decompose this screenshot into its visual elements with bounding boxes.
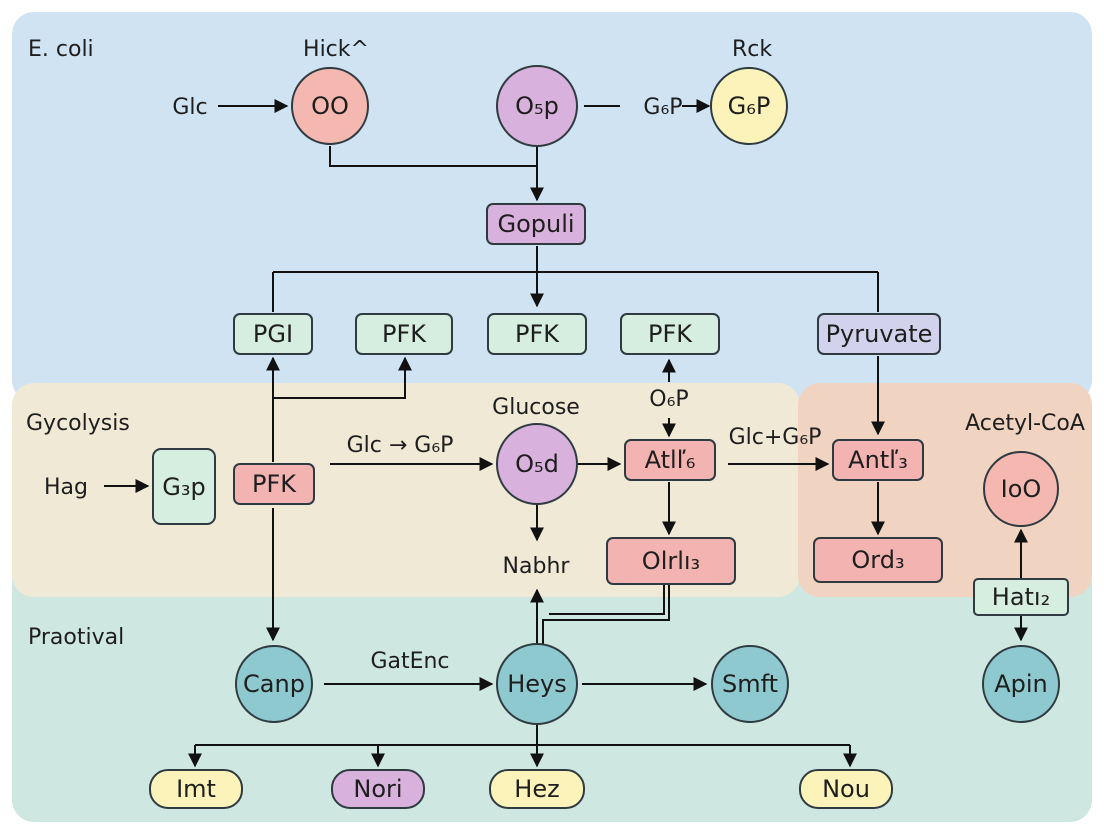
- svg-text:Hatı₂: Hatı₂: [992, 583, 1050, 611]
- svg-text:PGI: PGI: [253, 320, 293, 348]
- svg-text:Pyruvate: Pyruvate: [826, 320, 933, 348]
- node-nori: Nori: [331, 769, 425, 809]
- node-hatl2: Hatı₂: [973, 578, 1069, 616]
- node-pfk-c: PFK: [620, 313, 720, 355]
- svg-text:Smft: Smft: [722, 670, 778, 698]
- node-hez: Hez: [489, 769, 585, 809]
- svg-text:Olrlı₃: Olrlı₃: [642, 547, 700, 575]
- node-oo: OO: [291, 67, 369, 145]
- node-antl3: Antľ₃: [832, 439, 924, 481]
- svg-text:IoO: IoO: [1001, 475, 1042, 503]
- svg-text:Apin: Apin: [994, 670, 1048, 698]
- region-title-middle: Gycolysis: [26, 411, 130, 436]
- svg-text:Heys: Heys: [507, 670, 567, 698]
- node-heys: Heys: [496, 643, 578, 725]
- svg-text:Ord₃: Ord₃: [851, 546, 904, 574]
- node-olrl3: Olrlı₃: [606, 537, 736, 585]
- edge-olrl3-heys-b: [549, 584, 665, 615]
- region-title-right: Acetyl-CoA: [965, 411, 1085, 436]
- node-ioo: IoO: [983, 451, 1059, 527]
- node-smft: Smft: [711, 645, 789, 723]
- label-rck: Rck: [732, 37, 772, 62]
- label-nabhr: Nabhr: [503, 554, 571, 579]
- edges: [104, 99, 1028, 768]
- node-atll6: Atlľ₆: [624, 439, 716, 481]
- node-g3p: G₃p: [152, 448, 216, 525]
- svg-text:Gopuli: Gopuli: [497, 210, 574, 238]
- node-pyruvate: Pyruvate: [817, 313, 941, 355]
- label-g6p-top: G₆P: [643, 95, 682, 120]
- label-glc: Glc: [172, 95, 207, 120]
- svg-text:PFK: PFK: [252, 470, 297, 498]
- node-imt: Imt: [149, 769, 243, 809]
- region-title-bottom: Praotival: [28, 625, 124, 650]
- svg-text:G₆P: G₆P: [728, 92, 771, 120]
- node-nou: Nou: [799, 769, 893, 809]
- svg-text:G₃p: G₃p: [162, 473, 205, 501]
- label-glucose: Glucose: [492, 395, 580, 420]
- node-pgi: PGI: [233, 313, 313, 355]
- region-middle: [12, 383, 800, 597]
- svg-text:O₅p: O₅p: [515, 92, 559, 120]
- label-hag: Hag: [44, 475, 88, 500]
- svg-text:Nori: Nori: [353, 775, 402, 803]
- svg-text:O₅d: O₅d: [515, 450, 559, 478]
- node-pfk-b: PFK: [487, 313, 587, 355]
- node-canp: Canp: [235, 645, 313, 723]
- region-title-top: E. coli: [28, 37, 94, 62]
- svg-text:Antľ₃: Antľ₃: [848, 446, 908, 474]
- node-apin: Apin: [982, 645, 1060, 723]
- label-glc-g6p: Glc → G₆P: [347, 433, 454, 458]
- svg-text:Atlľ₆: Atlľ₆: [645, 446, 696, 474]
- node-o5d: O₅d: [496, 423, 578, 505]
- edge-bracket-pfka: [273, 356, 412, 399]
- svg-text:OO: OO: [311, 92, 349, 120]
- edge-oo-gopuli: [329, 146, 537, 167]
- node-gopuli: Gopuli: [486, 203, 586, 245]
- svg-text:PFK: PFK: [382, 320, 427, 348]
- node-pfk-red: PFK: [233, 463, 315, 505]
- svg-text:Hez: Hez: [514, 775, 559, 803]
- svg-text:Imt: Imt: [176, 775, 216, 803]
- label-gatenc: GatEnc: [370, 649, 449, 674]
- svg-text:PFK: PFK: [515, 320, 560, 348]
- node-g6p: G₆P: [710, 67, 788, 145]
- label-glc-plus-g6p: Glc+G₆P: [729, 425, 822, 450]
- edge-olrl3-heys-a: [542, 584, 670, 646]
- label-o6p: O₆P: [649, 387, 688, 412]
- label-hick: Hick^: [303, 37, 369, 62]
- svg-text:Nou: Nou: [822, 775, 870, 803]
- svg-text:PFK: PFK: [648, 320, 693, 348]
- node-ord3: Ord₃: [813, 537, 943, 583]
- node-o5p: O₅p: [496, 65, 578, 147]
- svg-text:Canp: Canp: [243, 670, 305, 698]
- node-pfk-a: PFK: [355, 313, 453, 355]
